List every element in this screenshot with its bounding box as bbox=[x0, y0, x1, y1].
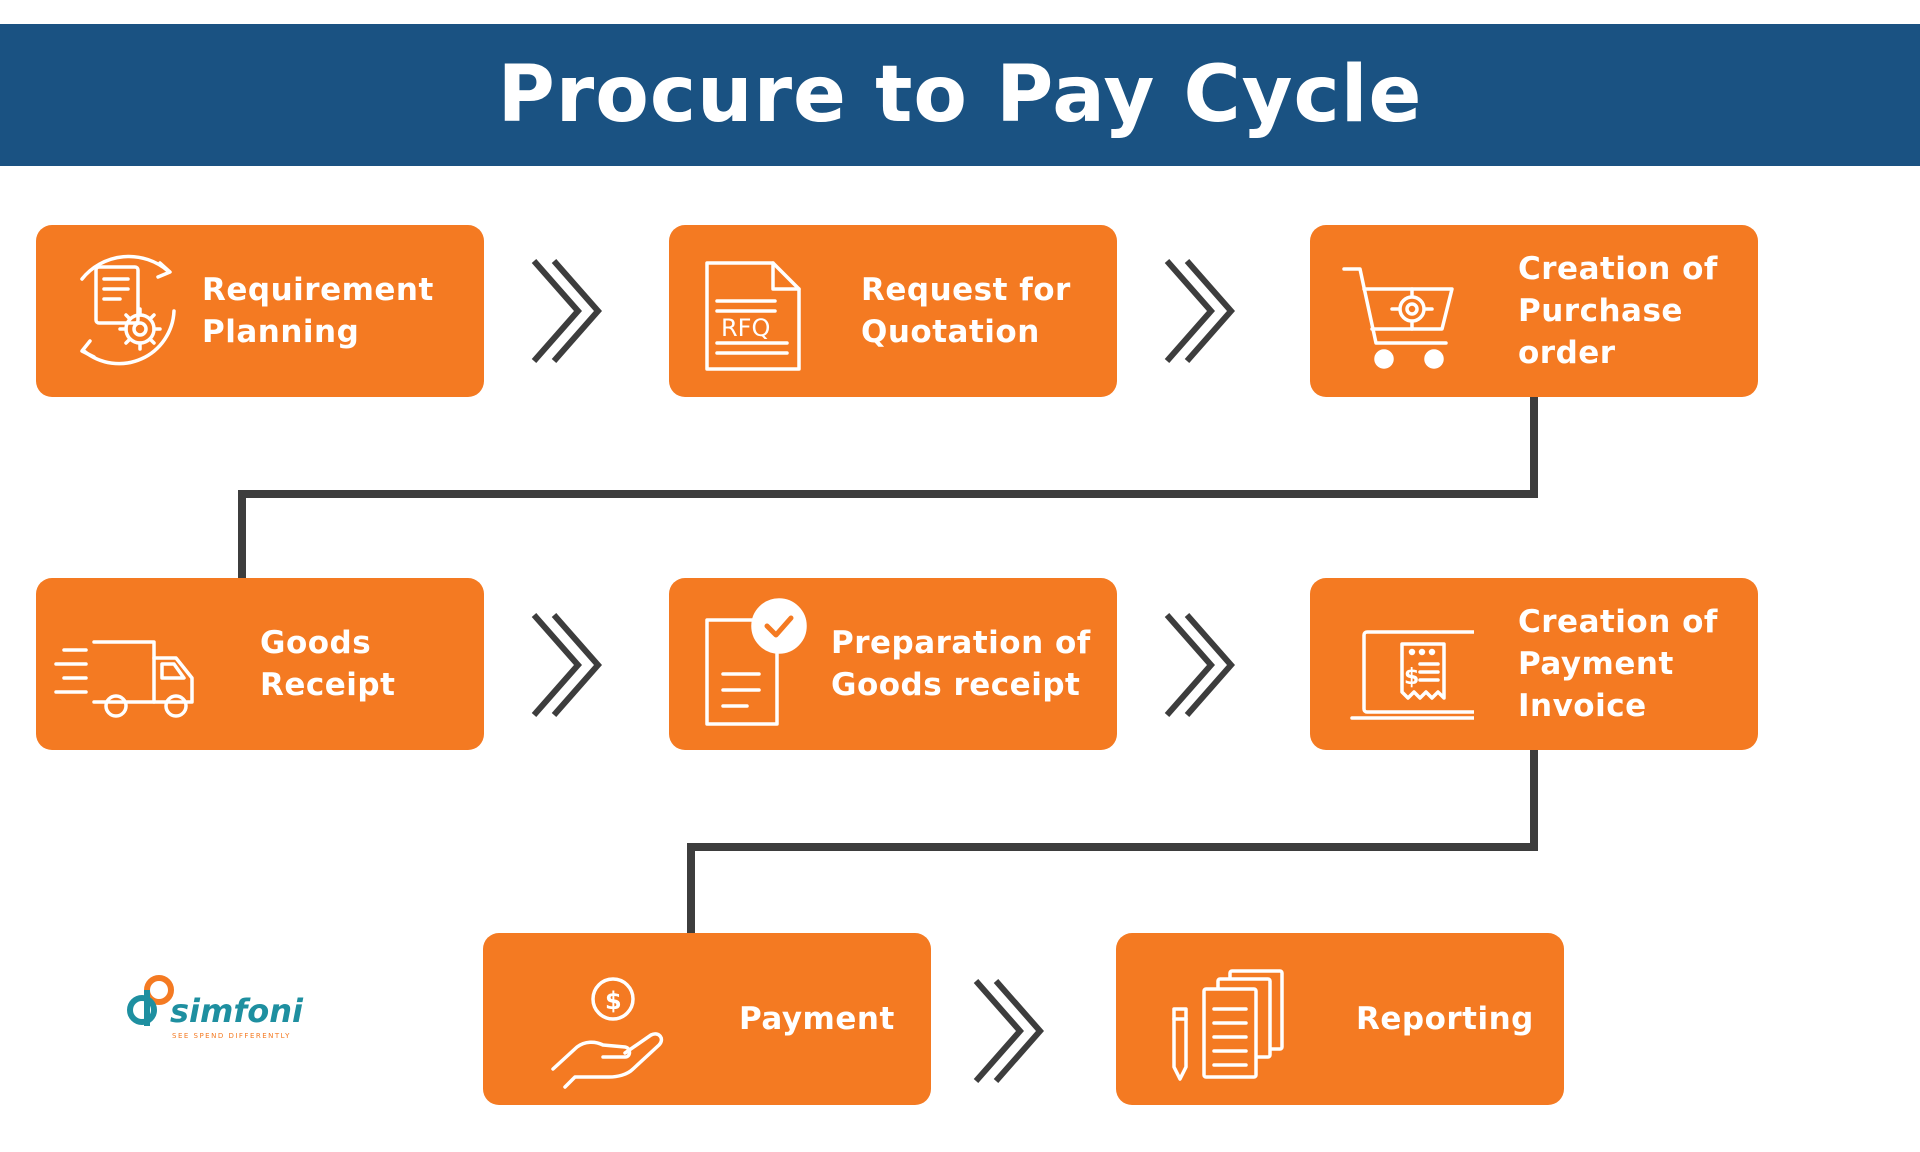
step-payment: $ Payment bbox=[483, 933, 931, 1105]
double-chevron-right-icon bbox=[528, 255, 606, 367]
delivery-truck-icon bbox=[50, 592, 200, 736]
svg-text:RFQ: RFQ bbox=[721, 314, 770, 342]
step-creation-of-purchase-order: Creation of Purchase order bbox=[1310, 225, 1758, 397]
step-preparation-of-goods-receipt: Preparation of Goods receipt bbox=[669, 578, 1117, 750]
step-label: Request for Quotation bbox=[861, 272, 1071, 350]
simfoni-logo-icon bbox=[127, 975, 174, 1026]
step-creation-of-payment-invoice: $ Creation of Payment Invoice bbox=[1310, 578, 1758, 750]
step-label: Reporting bbox=[1356, 1001, 1534, 1037]
step-label: Payment bbox=[739, 1001, 895, 1037]
checked-document-icon bbox=[683, 592, 833, 736]
step-reporting: Reporting bbox=[1116, 933, 1564, 1105]
hand-coin-icon: $ bbox=[533, 947, 683, 1091]
cycle-document-gear-icon bbox=[50, 239, 200, 383]
step-goods-receipt: Goods Receipt bbox=[36, 578, 484, 750]
step-label: Goods Receipt bbox=[260, 625, 396, 703]
step-requirement-planning: Requirement Planning bbox=[36, 225, 484, 397]
step-label: Creation of Purchase order bbox=[1518, 251, 1718, 371]
logo-wordmark: simfoni bbox=[170, 992, 304, 1030]
double-chevron-right-icon bbox=[970, 975, 1048, 1087]
title-banner: Procure to Pay Cycle bbox=[0, 24, 1920, 166]
connector-line-row1-row2 bbox=[238, 395, 1538, 578]
step-label: Requirement Planning bbox=[202, 272, 434, 350]
svg-text:$: $ bbox=[605, 987, 622, 1015]
svg-text:$: $ bbox=[1404, 665, 1419, 690]
step-label: Creation of Payment Invoice bbox=[1518, 604, 1718, 724]
double-chevron-right-icon bbox=[1161, 255, 1239, 367]
double-chevron-right-icon bbox=[1161, 609, 1239, 721]
logo-tagline: SEE SPEND DIFFERENTLY bbox=[172, 1032, 291, 1040]
step-request-for-quotation: RFQ Request for Quotation bbox=[669, 225, 1117, 397]
cart-gear-icon bbox=[1324, 239, 1474, 383]
connector-line-row2-row3 bbox=[687, 748, 1538, 933]
simfoni-logo: simfoni SEE SPEND DIFFERENTLY bbox=[126, 970, 306, 1046]
page-title: Procure to Pay Cycle bbox=[497, 50, 1423, 140]
double-chevron-right-icon bbox=[528, 609, 606, 721]
step-label: Preparation of Goods receipt bbox=[831, 625, 1091, 703]
documents-pen-icon bbox=[1156, 947, 1306, 1091]
rfq-document-icon: RFQ bbox=[683, 239, 833, 383]
laptop-invoice-icon: $ bbox=[1324, 592, 1498, 736]
